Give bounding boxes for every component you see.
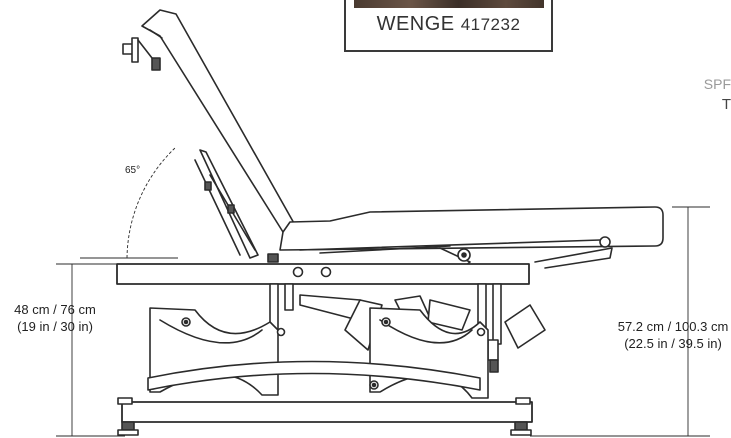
actuator-right (504, 304, 546, 349)
side-text-line-1: SPF (703, 76, 731, 92)
backrest (141, 9, 296, 233)
ground-base (121, 401, 533, 423)
color-swatch-card: WENGE 417232 (344, 0, 553, 52)
top-height-imperial: (22.5 in / 39.5 in) (624, 336, 722, 351)
base-height-metric: 48 cm / 76 cm (14, 302, 96, 317)
top-height-metric: 57.2 cm / 100.3 cm (617, 319, 729, 334)
backrest-angle-label: 65° (125, 165, 141, 176)
side-text-line-2: T (721, 96, 731, 113)
swatch-name: WENGE (376, 13, 455, 35)
angle-indicator (80, 147, 178, 259)
base-height-label: 48 cm / 76 cm (19 in / 30 in) (0, 301, 110, 335)
swatch-label: WENGE 417232 (346, 13, 551, 36)
swatch-code: 417232 (460, 15, 521, 34)
base-height-imperial: (19 in / 30 in) (17, 319, 93, 334)
top-height-label: 57.2 cm / 100.3 cm (22.5 in / 39.5 in) (612, 318, 731, 352)
wood-swatch-image (354, 0, 544, 8)
seat-cushion (279, 206, 664, 251)
